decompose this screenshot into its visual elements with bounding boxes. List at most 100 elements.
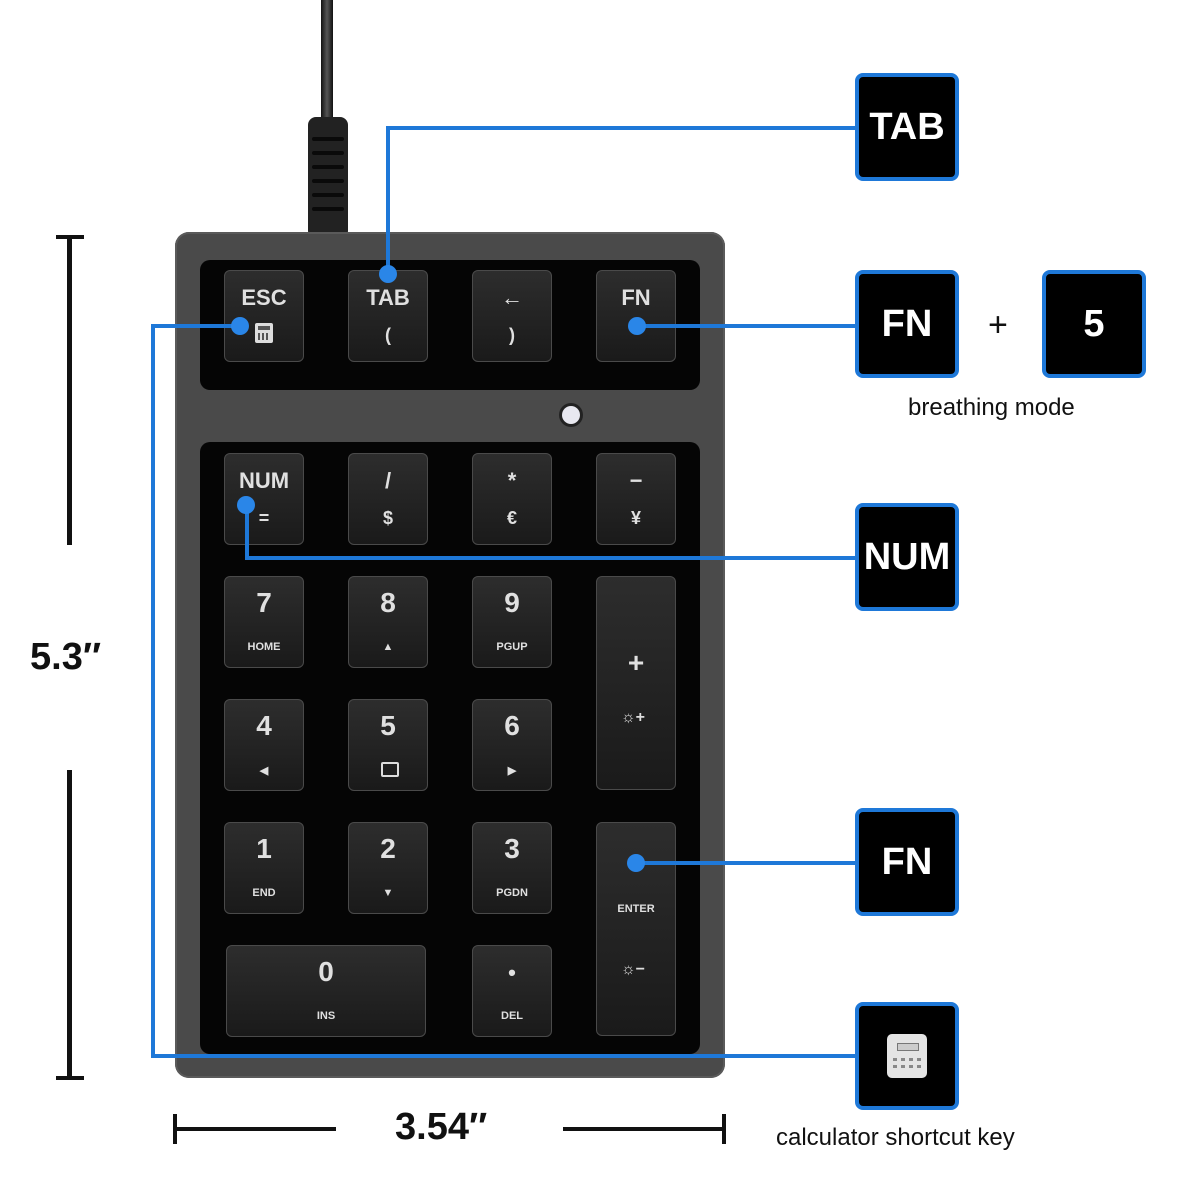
key-esc[interactable]: ESC [224, 270, 304, 362]
key-label: / [384, 468, 392, 493]
key-8[interactable]: 8 ▲ [348, 576, 428, 668]
calculator-caption: calculator shortcut key [776, 1124, 1015, 1151]
key-label: 6 [504, 710, 520, 741]
key-label: ESC [241, 285, 287, 310]
tab-callout-line [386, 126, 858, 130]
fn-callout-line [636, 861, 858, 865]
status-led [562, 406, 580, 424]
key-label: • [508, 960, 516, 985]
key-2[interactable]: 2 ▼ [348, 822, 428, 914]
key-label: 8 [380, 587, 396, 618]
lighting-mode-icon [381, 762, 399, 777]
callout-label: TAB [869, 105, 945, 148]
key-label: NUM [238, 468, 290, 493]
key-label: TAB [366, 285, 410, 310]
key-label: 9 [504, 587, 520, 618]
key-label: + [627, 647, 645, 678]
key-sublabel: $ [382, 508, 393, 528]
key-sublabel: HOME [247, 641, 281, 653]
key-sublabel: DEL [501, 1010, 523, 1022]
arrow-left-icon: ◀ [259, 765, 269, 777]
calculator-icon [887, 1034, 927, 1078]
key-fn[interactable]: FN [596, 270, 676, 362]
callout-label: FN [881, 302, 933, 345]
key-sublabel: END [252, 887, 276, 899]
num-callout-line [245, 506, 249, 560]
brightness-up-icon: ☼+ [621, 709, 646, 726]
callout-calculator-box [855, 1002, 959, 1110]
key-0[interactable]: 0 INS [226, 945, 426, 1037]
callout-num-box: NUM [855, 503, 959, 611]
height-dimension-line [67, 235, 72, 545]
plus-sign: + [988, 306, 1008, 344]
key-label: FN [621, 285, 651, 310]
callout-label: 5 [1083, 302, 1105, 345]
fn-combo-callout-line [636, 324, 858, 328]
arrow-right-icon: ▶ [507, 765, 517, 777]
callout-label: NUM [863, 535, 951, 578]
callout-tab-box: TAB [855, 73, 959, 181]
fn-callout-dot [627, 854, 645, 872]
arrow-down-icon: ▼ [382, 887, 394, 899]
key-label: 1 [256, 833, 272, 864]
width-dimension-line [563, 1127, 726, 1131]
key-1[interactable]: 1 END [224, 822, 304, 914]
usb-cable [321, 0, 333, 125]
arrow-up-icon: ▲ [382, 641, 394, 653]
key-sublabel: ¥ [630, 508, 641, 528]
arrow-left-icon: ← [501, 285, 523, 310]
key-divide[interactable]: / $ [348, 453, 428, 545]
key-sublabel: = [258, 508, 270, 528]
callout-5-box: 5 [1042, 270, 1146, 378]
key-9[interactable]: 9 PGUP [472, 576, 552, 668]
key-sublabel: ) [509, 325, 515, 345]
calculator-callout-line [151, 324, 155, 1058]
key-sublabel: INS [316, 1010, 336, 1022]
key-label: 2 [380, 833, 396, 864]
key-5[interactable]: 5 [348, 699, 428, 791]
key-sublabel: € [506, 508, 517, 528]
key-label: 7 [256, 587, 272, 618]
width-dimension-cap-right [722, 1114, 726, 1144]
key-minus[interactable]: − ¥ [596, 453, 676, 545]
key-decimal[interactable]: • DEL [472, 945, 552, 1037]
key-3[interactable]: 3 PGDN [472, 822, 552, 914]
num-callout-dot [237, 496, 255, 514]
callout-label: FN [881, 840, 933, 883]
key-label: 0 [318, 956, 334, 987]
key-sublabel: PGDN [496, 887, 528, 899]
key-backspace[interactable]: ← ) [472, 270, 552, 362]
key-label: * [507, 468, 517, 493]
key-sublabel: ( [385, 325, 391, 345]
key-plus[interactable]: + ☼+ [596, 576, 676, 790]
key-label: 5 [380, 710, 396, 741]
fn-combo-callout-dot [628, 317, 646, 335]
key-4[interactable]: 4 ◀ [224, 699, 304, 791]
callout-fn-enter-box: FN [855, 808, 959, 916]
calculator-callout-dot [231, 317, 249, 335]
width-dimension-line [173, 1127, 336, 1131]
calculator-callout-line [151, 324, 235, 328]
calculator-callout-line [151, 1054, 858, 1058]
key-7[interactable]: 7 HOME [224, 576, 304, 668]
key-label: ENTER [617, 903, 655, 915]
key-label: 3 [504, 833, 520, 864]
tab-callout-dot [379, 265, 397, 283]
width-dimension-label: 3.54″ [395, 1106, 488, 1148]
breathing-mode-caption: breathing mode [908, 394, 1075, 421]
icon-suffix: − [635, 961, 646, 978]
cable-strain-relief [308, 117, 348, 233]
key-tab[interactable]: TAB ( [348, 270, 428, 362]
key-multiply[interactable]: * € [472, 453, 552, 545]
height-dimension-cap-bottom [56, 1076, 84, 1080]
callout-fn-box: FN [855, 270, 959, 378]
num-callout-line [245, 556, 858, 560]
key-label: 4 [256, 710, 272, 741]
key-label: − [629, 468, 643, 493]
key-6[interactable]: 6 ▶ [472, 699, 552, 791]
icon-suffix: + [635, 709, 646, 726]
height-dimension-line [67, 770, 72, 1080]
calculator-icon [255, 323, 273, 343]
key-sublabel: PGUP [496, 641, 528, 653]
key-num[interactable]: NUM = [224, 453, 304, 545]
